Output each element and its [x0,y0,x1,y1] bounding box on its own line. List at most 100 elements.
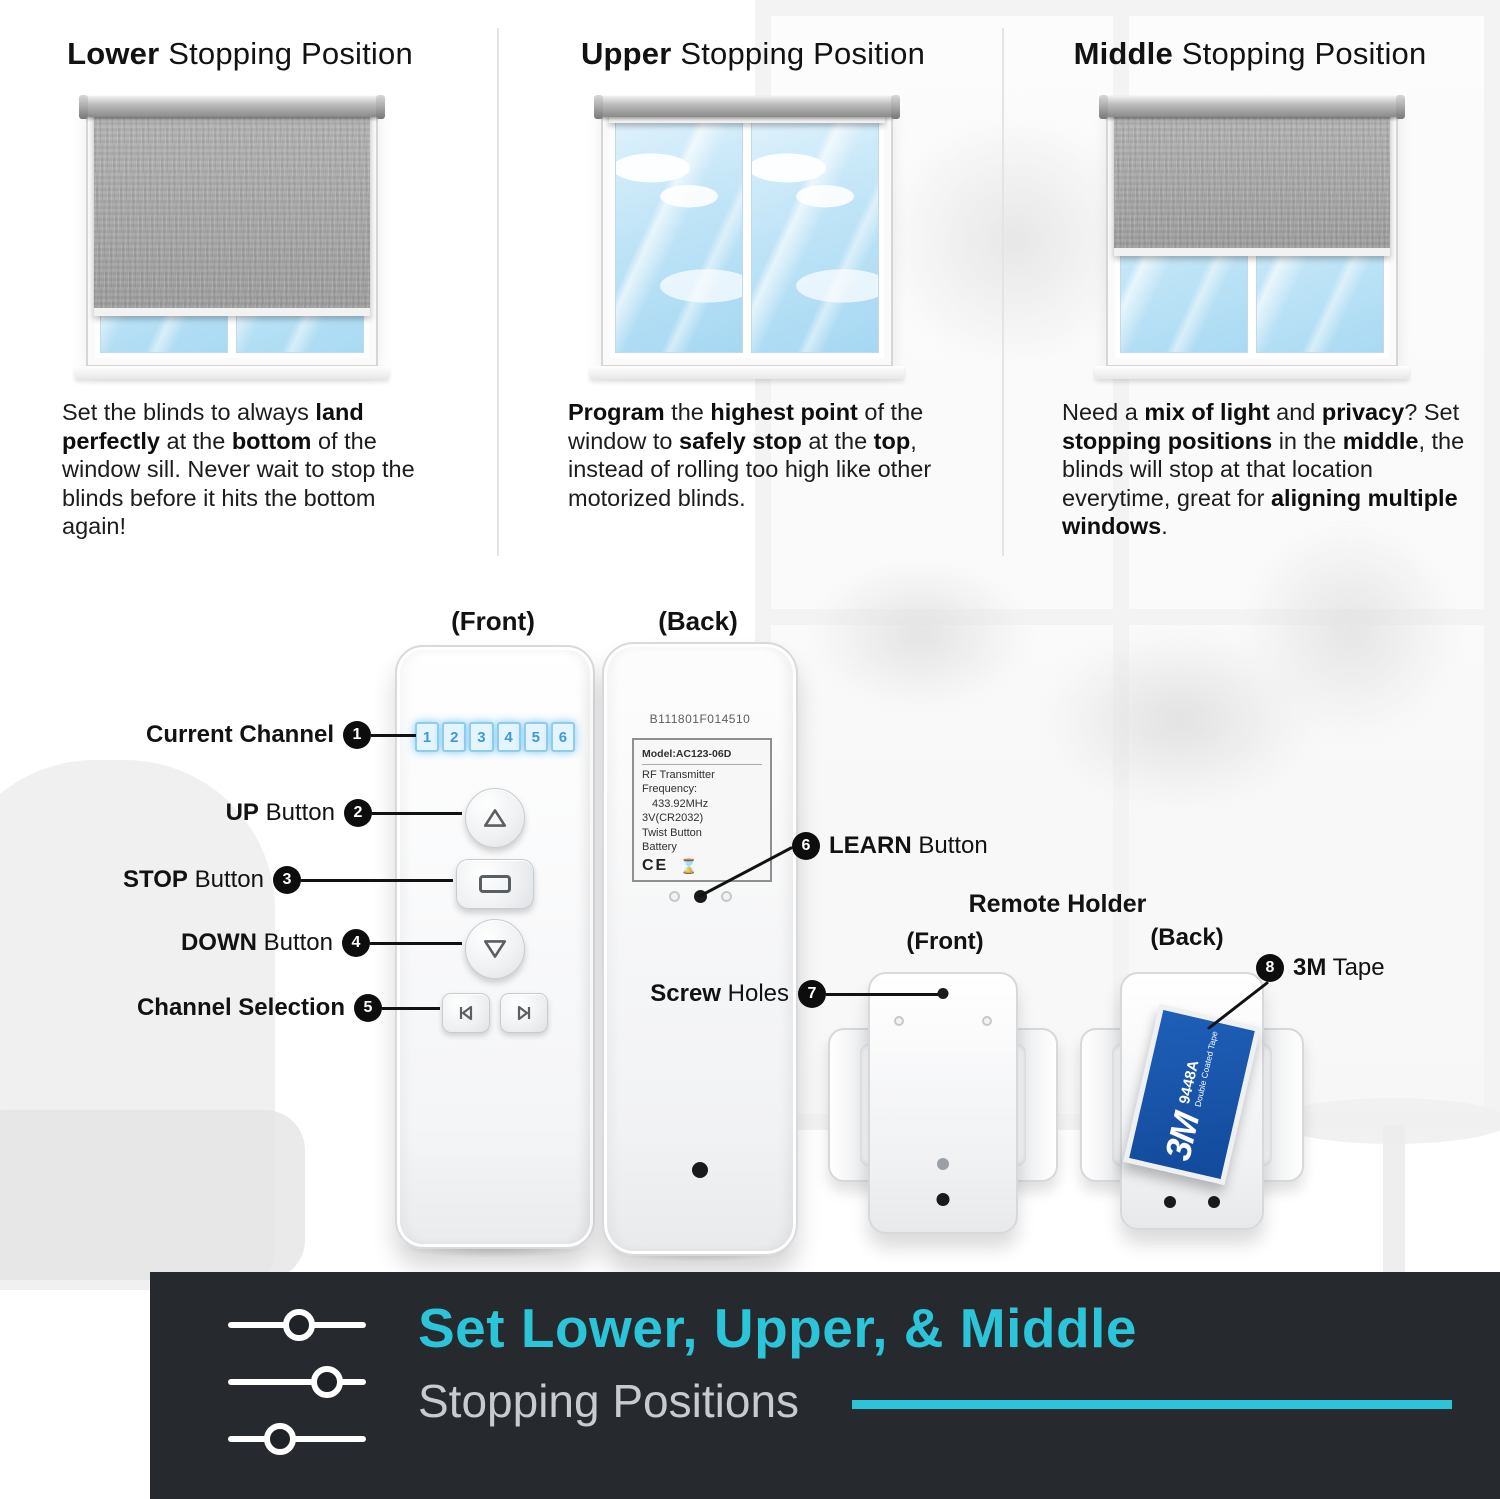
banner-title: Set Lower, Upper, & Middle [418,1297,1137,1359]
background-side-table-leg [1383,1125,1405,1275]
illustration-window-upper [590,95,904,379]
channel-indicator-6: 6 [550,722,576,752]
holder-front [828,972,1058,1234]
background-tree-branch [1240,520,1460,740]
callout-current-channel: Current Channel 1 [146,721,416,749]
ce-mark: CE [642,856,669,874]
callout-number-2: 2 [344,799,372,827]
window-sill [75,366,389,379]
heading-bold-word: Middle [1073,36,1173,71]
channel-prev-icon [459,1005,473,1021]
spec-label: Model:AC123-06D RF Transmitter Frequency… [632,738,772,882]
holder-screw-hole-top [937,988,949,999]
callout-number-6: 6 [792,832,820,860]
heading-bold-word: Upper [580,36,672,71]
up-arrow-icon [483,809,507,827]
column-divider [1002,28,1004,556]
callout-line [301,878,453,882]
weee-icon: ⌛ [680,857,698,874]
up-button [465,788,525,848]
callout-number-4: 4 [342,929,370,957]
down-arrow-icon [483,940,507,958]
channel-indicator-2: 2 [442,722,467,752]
paragraph-lower: Set the blinds to always land perfectly … [62,399,415,539]
channel-selection-buttons [442,993,548,1033]
remote-back: B111801F014510 Model:AC123-06D RF Transm… [602,642,798,1256]
holder-back: 3M 9448A Double Coated Tape [1080,972,1304,1230]
callout-line [826,992,938,996]
heading-upper-stopping-position: Upper Stopping Position [580,36,926,71]
sliders-icon [228,1308,366,1456]
banner-accent-rule [852,1400,1452,1409]
illustration-window-middle [1095,95,1409,379]
blind-roller-bar [79,95,385,119]
window-sill [590,366,904,379]
learn-button [693,890,707,903]
channel-indicator-3: 3 [469,722,494,752]
remote-front-caption: (Front) [451,606,535,636]
window-pane [751,115,879,353]
channel-next-icon [517,1005,531,1021]
background-tree-branch [810,560,1030,710]
callout-line [372,811,462,815]
illustration-window-lower [75,95,389,379]
callout-number-1: 1 [343,721,371,749]
heading-bold-word: Lower [67,36,160,71]
stop-icon [479,875,511,893]
callout-number-3: 3 [273,866,301,894]
indicator-hole [692,1162,708,1178]
callout-down-button: DOWN Button 4 [181,929,462,957]
channel-display: 1 2 3 4 5 6 [415,722,576,752]
column-divider [497,28,499,556]
background-armchair-seat [0,1110,305,1280]
window-sill [1095,366,1409,379]
remote-back-caption: (Back) [658,606,738,636]
callout-up-button: UP Button 2 [226,799,462,827]
paragraph-upper: Program the highest point of the window … [568,399,932,511]
slider-knob [263,1423,296,1455]
slider-knob [310,1366,343,1398]
bottom-banner: Set Lower, Upper, & Middle Stopping Posi… [150,1272,1500,1499]
blind-roller-bar [594,95,900,119]
blind-roller-bar [1099,95,1405,119]
holder-plate [868,972,1018,1234]
callout-number-7: 7 [798,980,826,1008]
window-frame [601,101,893,367]
callout-line [371,733,416,737]
screw-hole [668,891,680,902]
holder-front-caption: (Front) [906,928,984,955]
mount-hole [982,1016,992,1026]
channel-next-button [500,993,548,1033]
mount-hole [937,1158,949,1170]
remote-front: 1 2 3 4 5 6 [395,645,595,1249]
channel-indicator-4: 4 [496,722,521,752]
holder-screw-hole [1164,1196,1176,1208]
stop-button [456,859,534,909]
channel-prev-button [442,993,490,1033]
callout-3m-tape: 8 3M Tape [1256,954,1385,982]
holder-back-caption: (Back) [1150,924,1224,951]
down-button [465,919,525,979]
callout-learn-button: 6 LEARN Button [792,832,988,860]
window-pane [615,115,743,353]
heading-middle-stopping-position: Middle Stopping Position [1073,36,1427,71]
blind-fabric [94,108,370,316]
serial-number: B111801F014510 [649,712,751,726]
channel-indicator-1: 1 [415,722,440,752]
callout-channel-selection: Channel Selection 5 [137,994,440,1022]
remote-holder-title: Remote Holder [968,890,1147,918]
holder-screw-hole-bottom [936,1193,950,1206]
slider-knob [283,1309,316,1341]
blind-fabric [1114,108,1390,256]
callout-screw-holes: Screw Holes 7 [650,980,938,1008]
banner-subtitle: Stopping Positions [418,1375,800,1427]
callout-line [382,1006,440,1010]
paragraph-middle: Need a mix of light and privacy? Set sto… [1062,399,1465,539]
mount-hole [894,1016,904,1026]
holder-screw-hole [1208,1196,1220,1208]
callout-stop-button: STOP Button 3 [123,866,453,894]
callout-line [370,941,462,945]
screw-hole [720,891,732,902]
channel-indicator-5: 5 [523,722,548,752]
